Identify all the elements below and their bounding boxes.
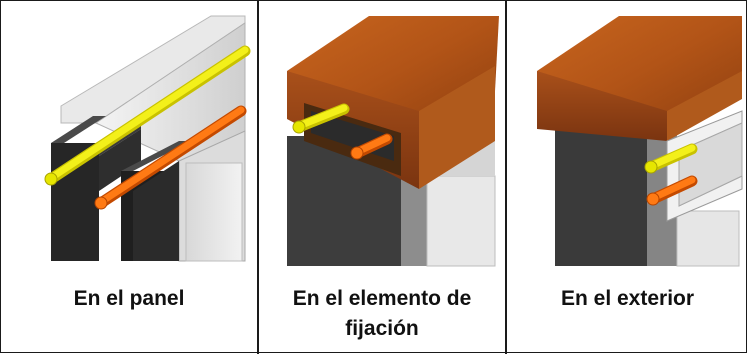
caption-en-el-exterior: En el exterior: [560, 287, 695, 310]
panel-mount-illustration: [44, 15, 251, 262]
fixing-element-illustration: [287, 16, 499, 267]
panel-en-el-panel: En el panel: [1, 1, 257, 354]
panel-en-el-elemento-de-fijacion: En el elemento de fijación: [259, 1, 505, 354]
caption-en-el-elemento-de-fijacion-line1: En el elemento de: [292, 287, 472, 310]
caption-en-el-panel: En el panel: [73, 287, 185, 310]
exterior-mount-illustration: [537, 16, 743, 267]
panel-divider: [257, 1, 259, 354]
panel-divider: [505, 1, 507, 354]
caption-en-el-elemento-de-fijacion-line2: fijación: [345, 317, 419, 340]
panel-en-el-exterior: En el exterior: [507, 1, 747, 354]
